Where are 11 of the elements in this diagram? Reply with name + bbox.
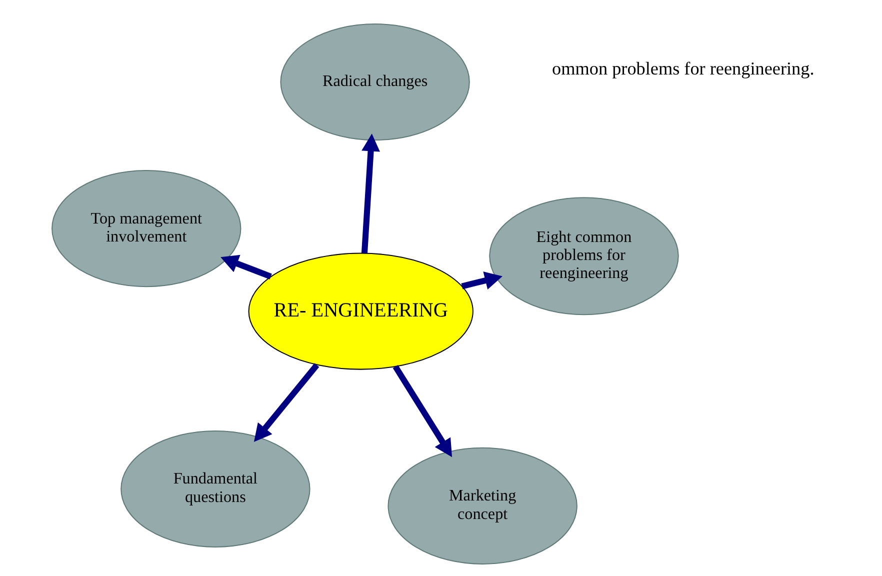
arrow [220,254,272,280]
arrow [254,363,320,442]
arrow [461,272,502,290]
node-ellipse: Eight common problems for reengineering [489,197,679,316]
arrow [361,134,380,254]
node-ellipse: Fundamental questions [120,430,310,548]
node-ellipse: Radical changes [280,24,470,141]
node-ellipse: RE- ENGINEERING [248,252,474,370]
label: ommon problems for reengineering. [552,58,814,78]
arrow [392,364,452,458]
node-ellipse: Marketing concept [388,447,578,564]
